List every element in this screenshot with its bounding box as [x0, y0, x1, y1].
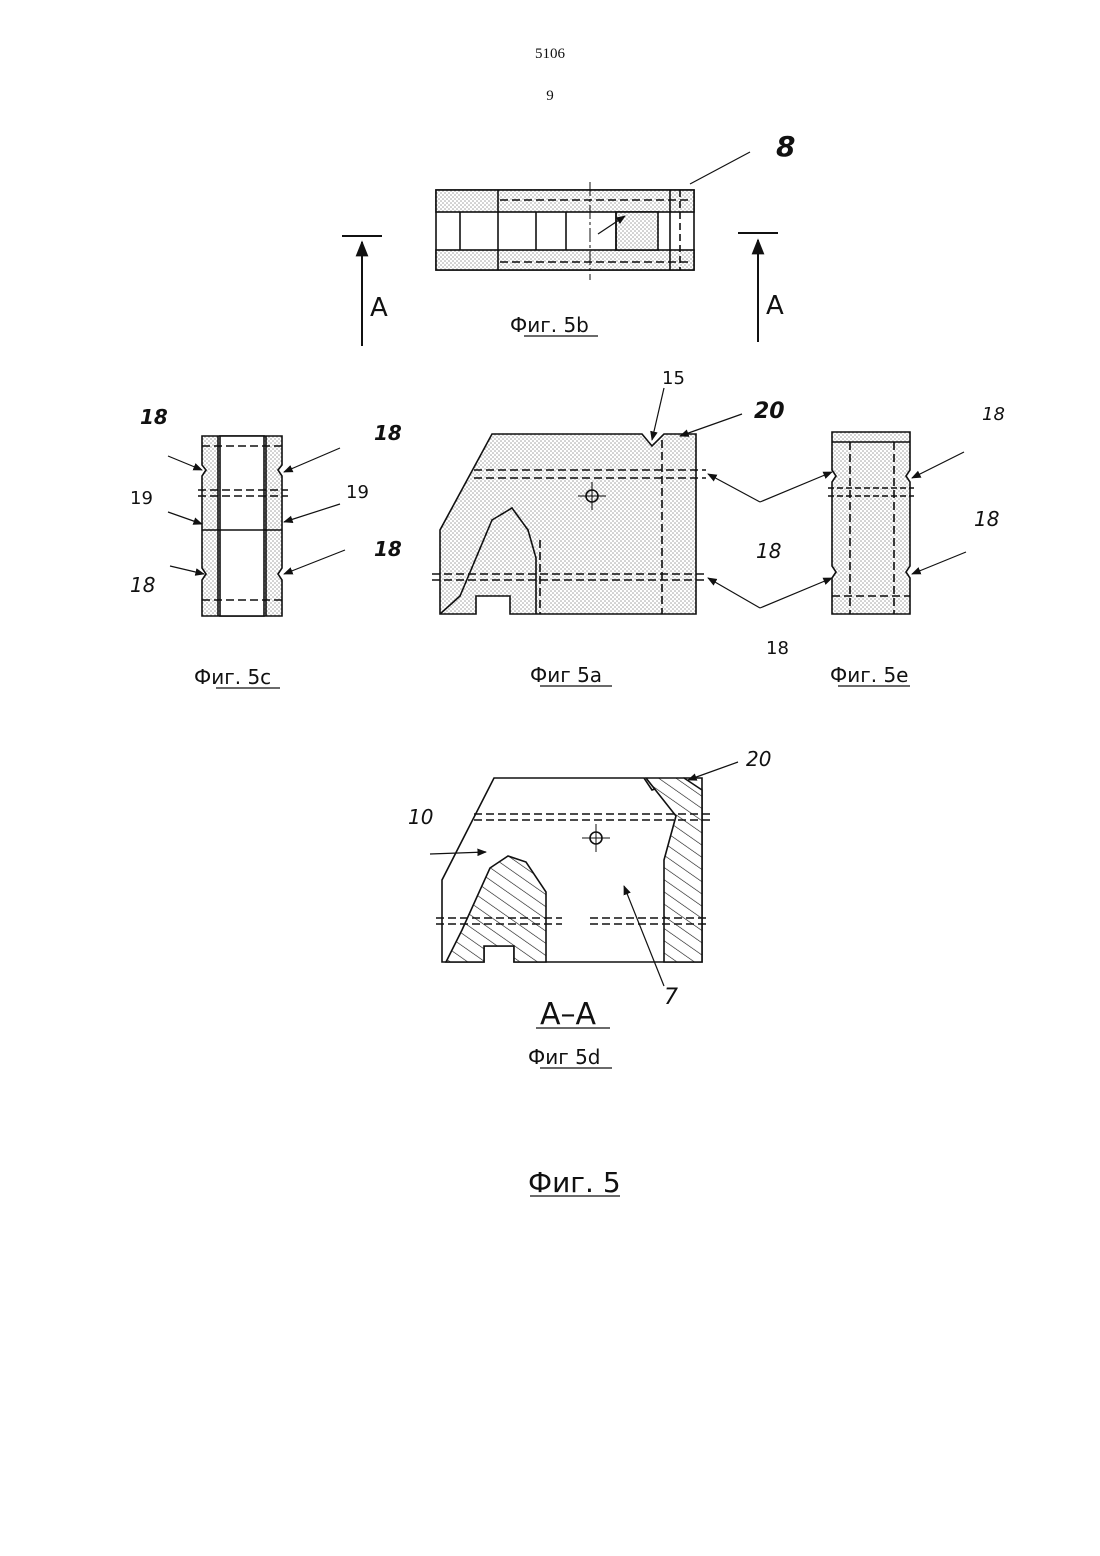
fig5a-ref-15: 15	[662, 368, 685, 389]
fig5a-ref-18-middle: 18	[756, 539, 781, 563]
section-arrow-right	[738, 233, 778, 342]
fig5a-ref-18-bottom: 18	[766, 638, 789, 659]
fig5e-ref-18-bottom: 18	[974, 507, 999, 531]
section-arrow-left-label: A	[370, 293, 388, 323]
fig5d-ref-10: 10	[408, 805, 433, 829]
fig5e-leaders	[912, 452, 966, 574]
fig5e-caption: Фиг. 5e	[830, 663, 908, 687]
fig5a-caption: Фиг 5a	[530, 663, 602, 687]
fig5b-view	[436, 182, 694, 280]
fig5e-ref-18-top: 18	[982, 404, 1005, 425]
fig5c-ref-18-bottom-left: 18	[130, 573, 155, 597]
fig5c-ref-19-right: 19	[346, 482, 369, 503]
fig5c-caption: Фиг. 5c	[194, 665, 271, 689]
fig5d-section-label: A–A	[540, 997, 597, 1032]
fig5a-ref-20: 20	[754, 399, 785, 424]
fig5b-ref-8: 8	[776, 130, 795, 163]
section-arrow-right-label: A	[766, 291, 784, 321]
fig5c-ref-19-left: 19	[130, 488, 153, 509]
fig5c-ref-18-top-left: 18	[140, 405, 168, 429]
fig5d-ref-20: 20	[746, 747, 771, 771]
fig5d-caption: Фиг 5d	[528, 1045, 601, 1069]
fig5e-view	[828, 432, 914, 614]
fig5c-ref-18-bottom-right: 18	[374, 537, 402, 561]
figure-caption: Фиг. 5	[528, 1166, 621, 1199]
fig5c-view	[198, 436, 288, 616]
fig5b-caption: Фиг. 5b	[510, 313, 589, 337]
fig5a-view	[432, 434, 706, 614]
fig5d-view	[436, 778, 710, 962]
fig5d-ref-7: 7	[664, 985, 678, 1010]
section-arrow-left	[342, 236, 382, 346]
fig5c-ref-18-top-right: 18	[374, 421, 402, 445]
fig5b-leader-8	[690, 152, 750, 184]
